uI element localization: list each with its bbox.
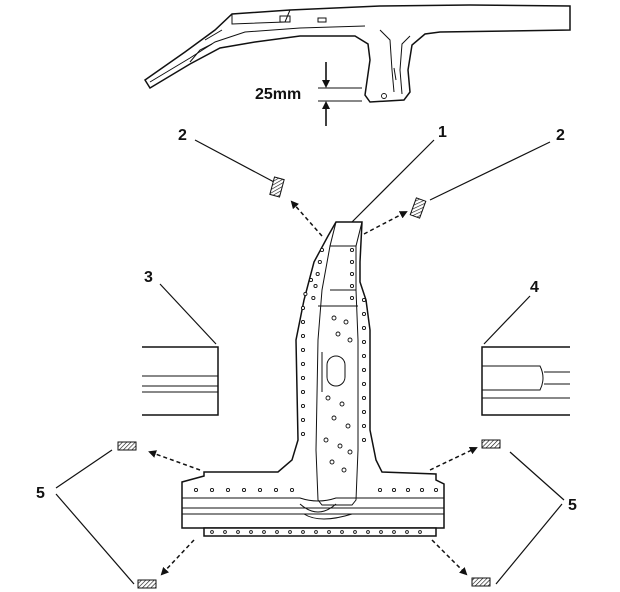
spot-weld (300, 375, 306, 381)
spot-weld (300, 431, 306, 437)
spot-weld (361, 423, 367, 429)
spot-weld (301, 530, 305, 534)
spot-weld (210, 530, 214, 534)
spot-weld (349, 247, 355, 253)
spot-weld (288, 530, 292, 534)
callout-5-right: 5 (429, 439, 577, 587)
spot-weld (419, 487, 425, 493)
spot-weld (341, 467, 347, 473)
spot-weld (313, 283, 318, 289)
spot-weld (300, 361, 306, 367)
right-rocker-section: 4 (481, 279, 570, 416)
callout-4-label: 4 (530, 279, 539, 296)
spot-weld (331, 415, 337, 421)
spot-weld (361, 409, 367, 415)
spot-weld (361, 437, 367, 443)
spot-weld (392, 530, 396, 534)
spot-weld (391, 487, 397, 493)
callout-2-right-label: 2 (556, 127, 565, 144)
callout-5-right-label: 5 (568, 497, 577, 514)
spot-weld (314, 530, 318, 534)
callout-5-left-label: 5 (36, 485, 45, 502)
b-pillar-assembly (181, 221, 445, 537)
spot-weld (323, 437, 329, 443)
spot-weld (308, 277, 314, 283)
spot-weld (300, 347, 306, 353)
spot-weld (289, 487, 295, 493)
spot-weld (275, 530, 279, 534)
spot-weld (345, 423, 351, 429)
spot-weld (273, 487, 279, 493)
spot-weld (325, 395, 331, 401)
spot-weld (262, 530, 266, 534)
callout-1-label: 1 (438, 124, 447, 141)
spot-weld (361, 367, 367, 373)
spot-weld (433, 487, 439, 493)
spot-weld (300, 389, 306, 395)
spot-weld (349, 271, 355, 277)
spot-weld (340, 530, 344, 534)
roof-rail-section (143, 4, 571, 103)
spot-weld (418, 530, 422, 534)
spot-weld (327, 530, 331, 534)
spot-weld (353, 530, 357, 534)
dimension-label: 25mm (255, 86, 301, 103)
callout-3-label: 3 (144, 269, 153, 286)
spot-weld (300, 319, 306, 325)
spot-weld (317, 259, 322, 265)
spot-weld (361, 325, 367, 331)
spot-weld (405, 530, 409, 534)
spot-weld-dots (193, 247, 439, 534)
spot-weld (300, 417, 306, 423)
left-rocker-section: 3 (142, 269, 219, 416)
spot-weld (300, 333, 306, 339)
spot-weld (300, 305, 306, 311)
spot-weld (223, 530, 227, 534)
spot-weld (361, 353, 367, 359)
spot-weld (361, 311, 367, 317)
spot-weld (193, 487, 199, 493)
spot-weld (315, 271, 320, 277)
spot-weld (303, 291, 308, 297)
spot-weld (339, 401, 345, 407)
spot-weld (329, 459, 335, 465)
spot-weld (241, 487, 247, 493)
spot-weld (405, 487, 411, 493)
spot-weld (311, 295, 316, 301)
spot-weld (343, 319, 349, 325)
spot-weld (377, 487, 383, 493)
spot-weld (349, 283, 355, 289)
spot-weld (319, 247, 325, 253)
spot-weld (366, 530, 370, 534)
spot-weld (249, 530, 253, 534)
spot-weld (300, 403, 306, 409)
spot-weld (361, 395, 367, 401)
spot-weld (349, 295, 355, 301)
spot-weld (361, 339, 367, 345)
spot-weld (347, 449, 353, 455)
cut-dimension-25mm: 25mm (255, 62, 362, 126)
spot-weld (347, 337, 353, 343)
spot-weld (361, 297, 367, 303)
callout-2-left-label: 2 (178, 127, 187, 144)
spot-weld (236, 530, 240, 534)
callout-2-right: 2 (363, 127, 565, 235)
callout-5-left: 5 (36, 441, 201, 589)
callout-1: 1 (351, 124, 447, 223)
spot-weld (361, 381, 367, 387)
callout-2-left: 2 (178, 127, 323, 237)
spot-weld (337, 443, 343, 449)
spot-weld (209, 487, 215, 493)
spot-weld (335, 331, 341, 337)
spot-weld (225, 487, 231, 493)
spot-weld (349, 259, 355, 265)
spot-weld (379, 530, 383, 534)
spot-weld (257, 487, 263, 493)
spot-weld (331, 315, 337, 321)
